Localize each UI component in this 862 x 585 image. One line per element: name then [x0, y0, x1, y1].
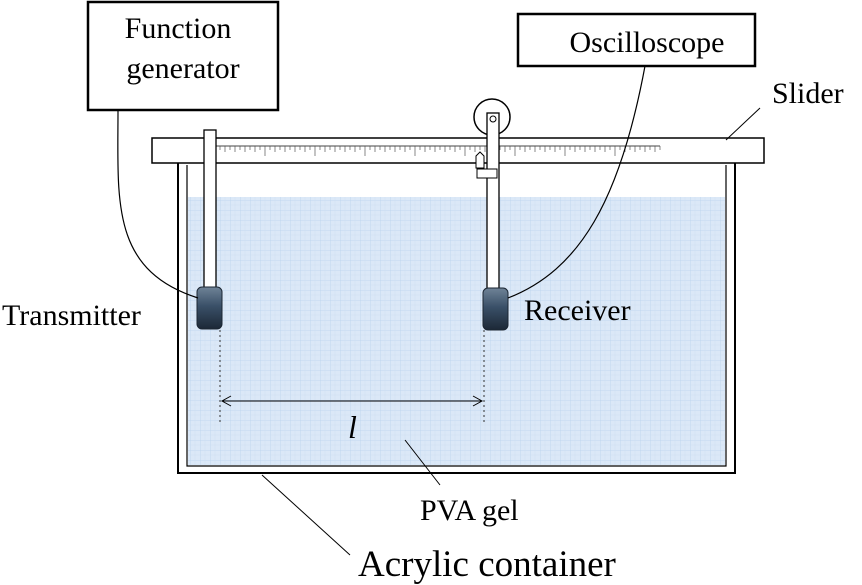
- receiver-assembly: [473, 98, 511, 331]
- oscilloscope-cable: [507, 65, 646, 299]
- container-leader-line: [261, 474, 351, 556]
- transmitter-label: Transmitter: [2, 299, 141, 332]
- gel-label: PVA gel: [420, 494, 519, 527]
- gel-leader-line: [404, 439, 441, 486]
- distance-dimension: [219, 330, 485, 425]
- function-generator-label-line2: generator: [126, 52, 239, 85]
- oscilloscope-label: Oscilloscope: [570, 26, 725, 59]
- ruler-scale: [214, 146, 661, 156]
- slider-leader-line: [725, 107, 761, 141]
- function-generator: Function generator: [86, 0, 280, 112]
- slider-bar: [151, 137, 765, 164]
- receiver-label: Receiver: [524, 294, 631, 327]
- function-generator-cable: [117, 109, 199, 299]
- slider-label: Slider: [772, 77, 844, 110]
- slider-clamp: [475, 151, 485, 169]
- pva-gel: [188, 197, 725, 465]
- function-generator-label-line1: Function: [125, 12, 232, 45]
- acrylic-container: [177, 162, 736, 474]
- distance-label: l: [348, 409, 357, 445]
- receiver-transducer: [482, 287, 509, 331]
- transmitter-transducer: [196, 286, 223, 330]
- oscilloscope: Oscilloscope: [516, 12, 757, 68]
- transmitter-assembly: [196, 129, 223, 330]
- container-label: Acrylic container: [358, 544, 616, 585]
